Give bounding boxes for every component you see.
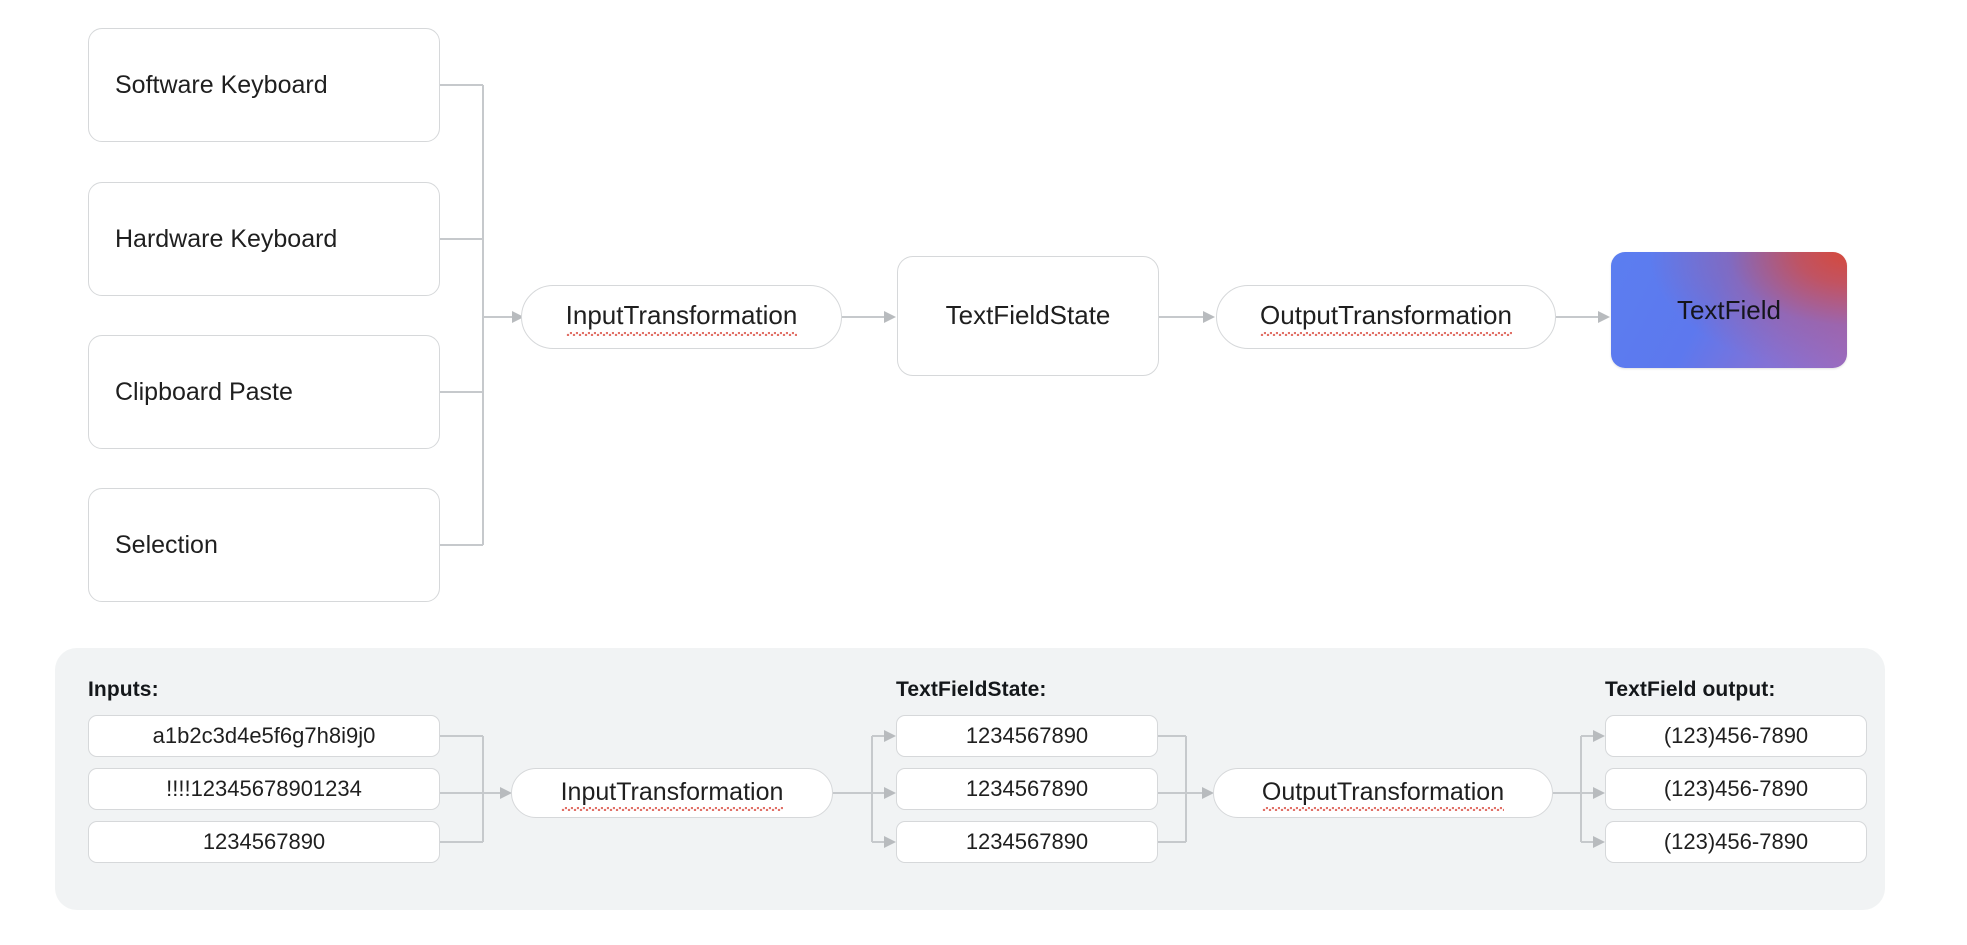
source-node-label: Selection bbox=[115, 531, 218, 559]
arrowhead-icon bbox=[1598, 311, 1610, 323]
node-label: InputTransformation bbox=[560, 777, 783, 811]
state-value-box[interactable]: 1234567890 bbox=[896, 768, 1158, 810]
node-input-transformation-top[interactable]: InputTransformation bbox=[521, 285, 842, 349]
source-node-hardware-keyboard[interactable]: Hardware Keyboard bbox=[88, 182, 440, 296]
column-label-textfield-output: TextField output: bbox=[1605, 678, 1776, 701]
source-node-selection[interactable]: Selection bbox=[88, 488, 440, 602]
source-node-label: Clipboard Paste bbox=[115, 378, 293, 406]
source-node-software-keyboard[interactable]: Software Keyboard bbox=[88, 28, 440, 142]
input-value-box[interactable]: a1b2c3d4e5f6g7h8i9j0 bbox=[88, 715, 440, 757]
node-output-transformation-bottom[interactable]: OutputTransformation bbox=[1213, 768, 1553, 818]
node-input-transformation-bottom[interactable]: InputTransformation bbox=[511, 768, 833, 818]
node-label: InputTransformation bbox=[565, 300, 797, 336]
node-textfieldstate-top[interactable]: TextFieldState bbox=[897, 256, 1159, 376]
input-value-box[interactable]: !!!!12345678901234 bbox=[88, 768, 440, 810]
output-value-box[interactable]: (123)456-7890 bbox=[1605, 768, 1867, 810]
input-value-box[interactable]: 1234567890 bbox=[88, 821, 440, 863]
node-label: OutputTransformation bbox=[1260, 300, 1512, 336]
node-output-transformation-top[interactable]: OutputTransformation bbox=[1216, 285, 1556, 349]
column-label-textfieldstate: TextFieldState: bbox=[896, 678, 1047, 701]
output-value-box[interactable]: (123)456-7890 bbox=[1605, 821, 1867, 863]
arrowhead-icon bbox=[1203, 311, 1215, 323]
state-value-box[interactable]: 1234567890 bbox=[896, 821, 1158, 863]
node-textfield-gradient[interactable]: TextField bbox=[1611, 252, 1847, 368]
output-value-box[interactable]: (123)456-7890 bbox=[1605, 715, 1867, 757]
source-node-label: Software Keyboard bbox=[115, 71, 328, 99]
state-value-box[interactable]: 1234567890 bbox=[896, 715, 1158, 757]
arrowhead-icon bbox=[884, 311, 896, 323]
source-node-label: Hardware Keyboard bbox=[115, 225, 338, 253]
column-label-inputs: Inputs: bbox=[88, 678, 159, 701]
node-label: TextFieldState bbox=[945, 300, 1111, 331]
node-label: TextField bbox=[1676, 294, 1782, 325]
source-node-clipboard-paste[interactable]: Clipboard Paste bbox=[88, 335, 440, 449]
node-label: OutputTransformation bbox=[1261, 777, 1505, 811]
